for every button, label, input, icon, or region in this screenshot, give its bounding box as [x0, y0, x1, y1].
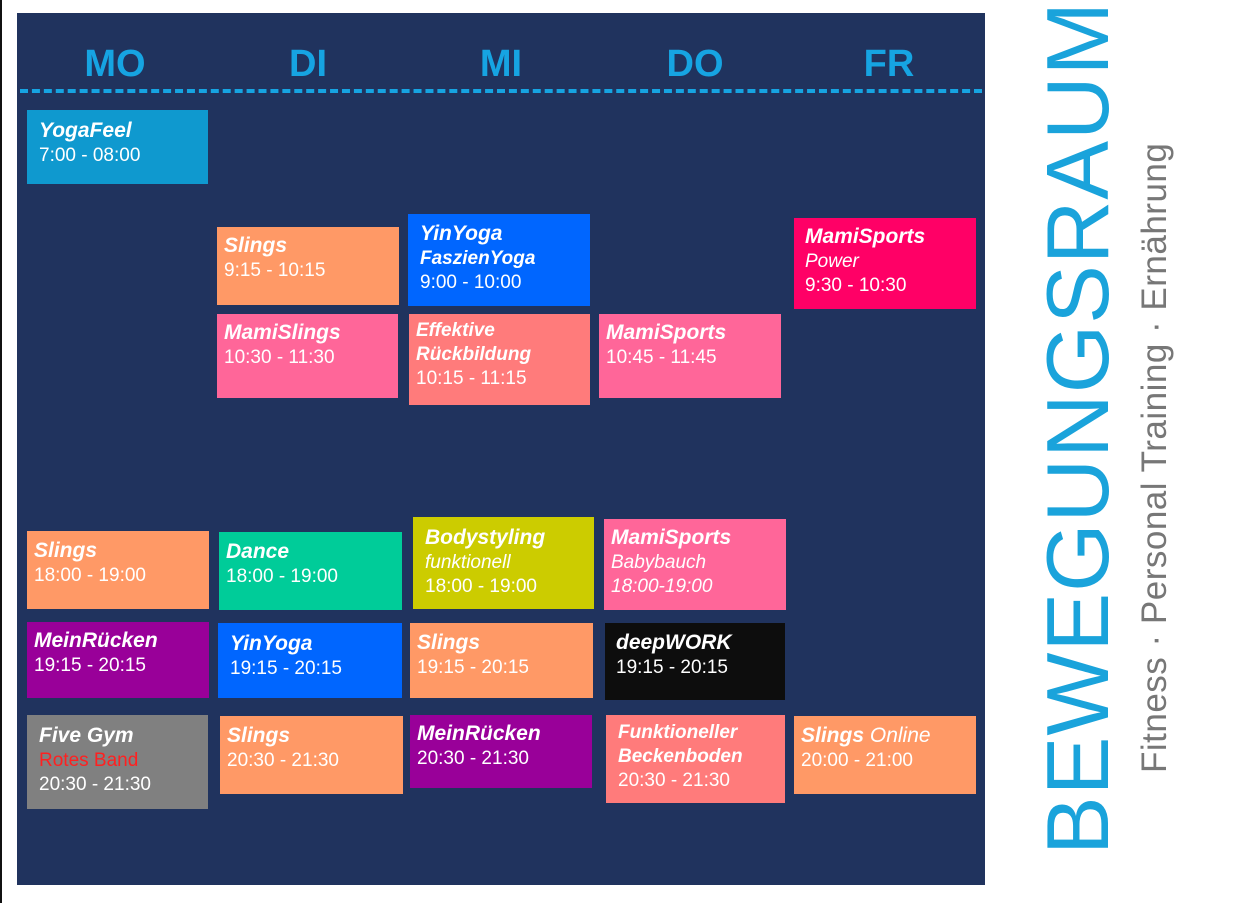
day-header-fr: FR: [863, 43, 915, 85]
class-card-yinyoga[interactable]: YinYoga FaszienYoga 9:00 - 10:00: [408, 214, 590, 306]
class-title: Bodystyling: [425, 526, 546, 549]
class-time: 19:15 - 20:15: [616, 657, 728, 678]
header-divider: [20, 89, 982, 93]
class-card-meinruecken-mi[interactable]: MeinRücken 20:30 - 21:30: [410, 715, 592, 788]
class-title-suffix: Online: [869, 724, 931, 747]
brand-tagline: Fitness · Personal Training · Ernährung: [1135, 142, 1174, 773]
class-subtitle: Babybauch: [611, 552, 707, 573]
left-border-line: [0, 0, 2, 903]
class-title: MeinRücken: [417, 722, 541, 745]
class-title: YinYoga: [420, 222, 503, 245]
class-card-yinyoga-di[interactable]: YinYoga 19:15 - 20:15: [218, 623, 402, 698]
class-card-slings[interactable]: Slings 9:15 - 10:15: [217, 227, 399, 305]
class-card-slings-mi[interactable]: Slings 19:15 - 20:15: [410, 623, 593, 698]
class-title: Slings: [801, 724, 865, 747]
class-title: Funktioneller: [618, 722, 738, 743]
class-card-mamisports-power[interactable]: MamiSports Power 9:30 - 10:30: [794, 218, 976, 309]
class-subtitle: Power: [805, 251, 859, 272]
class-time: 10:45 - 11:45: [606, 347, 717, 368]
class-time: 10:15 - 11:15: [416, 368, 527, 389]
class-time: 9:30 - 10:30: [805, 275, 907, 296]
class-time: 19:15 - 20:15: [34, 655, 146, 676]
class-title: Slings: [34, 539, 98, 562]
class-title: Slings: [224, 234, 288, 257]
class-card-meinruecken-mo[interactable]: MeinRücken 19:15 - 20:15: [27, 622, 209, 698]
class-title: MamiSports: [805, 225, 926, 248]
class-card-mamislings[interactable]: MamiSlings 10:30 - 11:30: [217, 314, 398, 398]
class-title: MamiSlings: [224, 321, 341, 344]
class-card-funktioneller-beckenboden[interactable]: Funktioneller Beckenboden 20:30 - 21:30: [606, 715, 785, 803]
class-time: 20:30 - 21:30: [39, 774, 151, 795]
class-card-slings-di[interactable]: Slings 20:30 - 21:30: [220, 716, 403, 794]
class-title: YinYoga: [230, 632, 313, 655]
class-subtitle: Rotes Band: [39, 750, 139, 771]
class-time: 10:30 - 11:30: [224, 347, 335, 368]
class-title-line2: Rückbildung: [416, 344, 532, 365]
class-title: MeinRücken: [34, 629, 158, 652]
class-time: 18:00 - 19:00: [226, 566, 338, 587]
class-card-bodystyling[interactable]: Bodystyling funktionell 18:00 - 19:00: [413, 517, 594, 609]
class-subtitle: funktionell: [425, 552, 511, 573]
class-card-slings-online[interactable]: Slings Online 20:00 - 21:00: [794, 716, 976, 794]
class-time: 9:00 - 10:00: [420, 272, 522, 293]
class-card-effektive-rueckbildung[interactable]: Effektive Rückbildung 10:15 - 11:15: [409, 314, 590, 405]
class-subtitle: FaszienYoga: [420, 248, 536, 269]
class-card-five-gym[interactable]: Five Gym Rotes Band 20:30 - 21:30: [27, 715, 208, 809]
day-header-do: DO: [666, 43, 724, 85]
class-time: 20:30 - 21:30: [417, 748, 529, 769]
class-card-yogafeel[interactable]: YogaFeel 7:00 - 08:00: [27, 110, 208, 184]
class-time: 18:00 - 19:00: [34, 565, 146, 586]
class-title: YogaFeel: [39, 119, 132, 142]
brand-logo: BEWEGUNGSRAUM Fitness · Personal Trainin…: [1028, 1, 1174, 855]
class-time: 7:00 - 08:00: [39, 145, 141, 166]
class-card-mamisports-babybauch[interactable]: MamiSports Babybauch 18:00-19:00: [604, 519, 786, 610]
class-title: Effektive: [416, 320, 495, 341]
class-title: MamiSports: [606, 321, 727, 344]
class-title-line2: Beckenboden: [618, 746, 743, 767]
class-card-mamisports[interactable]: MamiSports 10:45 - 11:45: [599, 314, 781, 398]
class-time: 19:15 - 20:15: [417, 657, 529, 678]
class-time: 20:00 - 21:00: [801, 750, 913, 771]
class-time: 18:00 - 19:00: [425, 576, 537, 597]
class-title: Slings: [417, 631, 481, 654]
class-card-deepwork[interactable]: deepWORK 19:15 - 20:15: [605, 623, 785, 700]
class-time: 20:30 - 21:30: [227, 750, 339, 771]
class-card-dance[interactable]: Dance 18:00 - 19:00: [219, 532, 402, 610]
class-title: deepWORK: [616, 631, 732, 654]
class-time: 20:30 - 21:30: [618, 770, 730, 791]
day-header-di: DI: [289, 43, 327, 85]
day-header-mi: MI: [479, 43, 523, 85]
class-title: Five Gym: [39, 724, 134, 747]
class-title: MamiSports: [611, 526, 732, 549]
day-header-mo: MO: [84, 43, 146, 85]
class-card-slings-mo[interactable]: Slings 18:00 - 19:00: [27, 531, 209, 609]
class-title: Slings: [227, 724, 291, 747]
class-time: 18:00-19:00: [611, 576, 713, 597]
class-time: 9:15 - 10:15: [224, 260, 326, 281]
brand-name: BEWEGUNGSRAUM: [1028, 1, 1127, 855]
class-title: Dance: [226, 540, 290, 563]
class-time: 19:15 - 20:15: [230, 658, 342, 679]
